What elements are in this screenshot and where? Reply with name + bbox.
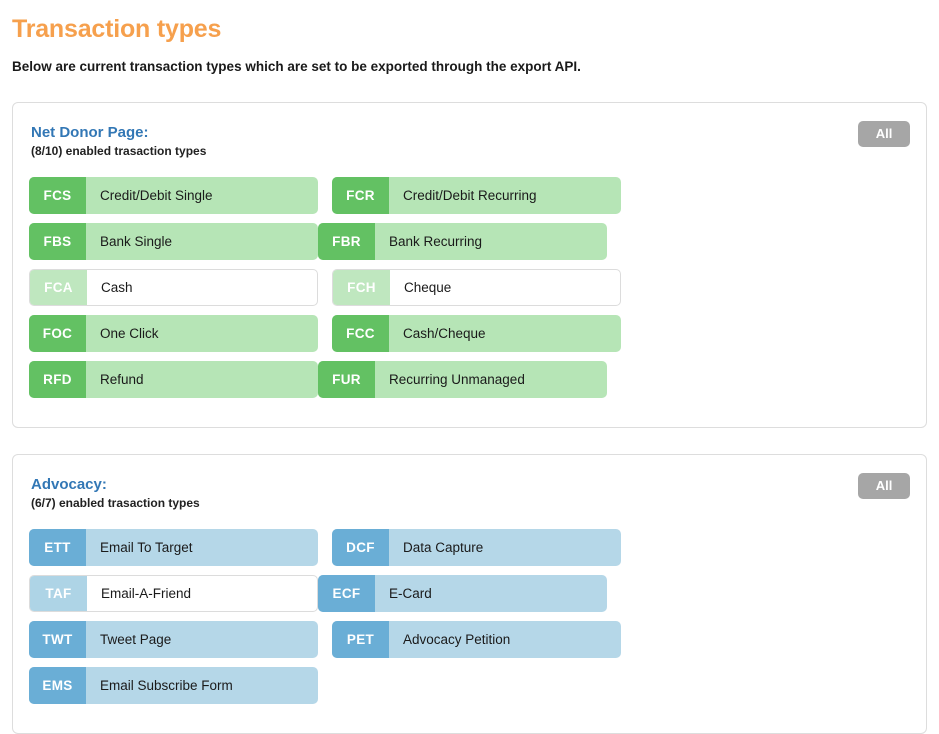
transaction-type-item[interactable]: DCF Data Capture [332,529,621,566]
select-all-button[interactable]: All [858,121,910,147]
transaction-type-item[interactable]: ETT Email To Target [29,529,318,566]
transaction-type-item[interactable]: FCH Cheque [332,269,621,306]
transaction-type-code: FCA [30,270,87,305]
transaction-type-label: Email Subscribe Form [100,678,233,693]
transaction-type-item[interactable]: FUR Recurring Unmanaged [318,361,607,398]
panel-header: Advocacy: (6/7) enabled trasaction types A… [29,469,910,521]
transaction-type-item[interactable]: FCS Credit/Debit Single [29,177,318,214]
panel-enabled-count: (6/7) enabled trasaction types [31,496,200,510]
transaction-type-label: Cheque [404,280,452,295]
transaction-type-label: One Click [100,326,159,341]
panel-title: Advocacy: [31,476,107,493]
transaction-type-label: E-Card [389,586,432,601]
transaction-type-code: EMS [29,667,86,704]
transaction-type-label: Data Capture [403,540,484,555]
transaction-type-item[interactable]: FBS Bank Single [29,223,318,260]
transaction-type-label: Cash [101,280,133,295]
transaction-type-label: Recurring Unmanaged [389,372,525,387]
transaction-type-label: Tweet Page [100,632,172,647]
page-description: Below are current transaction types whic… [12,59,581,74]
transaction-type-label: Bank Recurring [389,234,483,249]
transaction-type-code: TWT [29,621,86,658]
transaction-type-item[interactable]: FBR Bank Recurring [318,223,607,260]
transaction-type-label: Email To Target [100,540,193,555]
transaction-type-label: Credit/Debit Recurring [403,188,537,203]
transaction-type-label: Cash/Cheque [403,326,486,341]
transaction-type-code: PET [332,621,389,658]
panel-enabled-count: (8/10) enabled trasaction types [31,144,207,158]
transaction-type-code: RFD [29,361,86,398]
transaction-type-item[interactable]: PET Advocacy Petition [332,621,621,658]
transaction-type-code: FCH [333,270,390,305]
page-title: Transaction types [12,15,222,43]
transaction-type-label: Credit/Debit Single [100,188,213,203]
transaction-type-label: Refund [100,372,144,387]
transaction-type-item[interactable]: ECF E-Card [318,575,607,612]
transaction-type-label: Email-A-Friend [101,586,192,601]
transaction-type-code: DCF [332,529,389,566]
transaction-type-item[interactable]: TWT Tweet Page [29,621,318,658]
transaction-type-item[interactable]: EMS Email Subscribe Form [29,667,318,704]
transaction-type-item[interactable]: FCA Cash [29,269,318,306]
transaction-type-item[interactable]: TAF Email-A-Friend [29,575,318,612]
select-all-button[interactable]: All [858,473,910,499]
transaction-type-code: TAF [30,576,87,611]
panels-container: Net Donor Page: (8/10) enabled trasaction… [12,102,927,734]
transaction-type-grid: FCS Credit/Debit Single FCR Credit/Debit Re… [29,177,910,407]
transaction-type-label: Bank Single [100,234,173,249]
transaction-type-code: FOC [29,315,86,352]
panel-title: Net Donor Page: [31,124,149,141]
transaction-type-code: ECF [318,575,375,612]
transaction-type-code: FCC [332,315,389,352]
transaction-type-item[interactable]: FCR Credit/Debit Recurring [332,177,621,214]
transaction-type-item[interactable]: FCC Cash/Cheque [332,315,621,352]
transaction-type-code: FCS [29,177,86,214]
panel-net-donor-page: Net Donor Page: (8/10) enabled trasaction… [12,102,927,428]
transaction-type-code: ETT [29,529,86,566]
transaction-type-code: FCR [332,177,389,214]
transaction-type-code: FBS [29,223,86,260]
transaction-type-code: FBR [318,223,375,260]
transaction-type-code: FUR [318,361,375,398]
panel-header: Net Donor Page: (8/10) enabled trasaction… [29,117,910,169]
transaction-type-item[interactable]: FOC One Click [29,315,318,352]
transaction-type-label: Advocacy Petition [403,632,511,647]
transaction-type-item[interactable]: RFD Refund [29,361,318,398]
